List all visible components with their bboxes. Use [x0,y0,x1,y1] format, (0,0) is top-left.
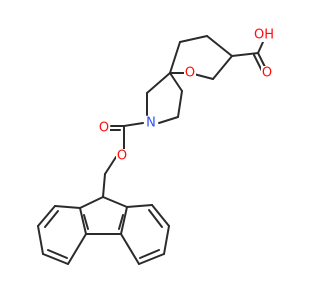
bond [212,55,233,80]
ring-oxygen-label: O [185,66,195,81]
label-background [98,121,110,135]
bond [123,122,144,127]
bond [120,206,128,235]
bond [139,249,160,259]
acid-carbonyl-oxygen-label: O [262,66,272,81]
bond [158,116,179,124]
bond [102,173,106,198]
bond [47,249,68,259]
bond [179,35,208,43]
bond [120,233,140,265]
bond [79,207,87,235]
bond [37,205,56,227]
label-background [144,116,158,130]
bond [102,196,128,208]
label-background [261,66,273,80]
bond [148,209,163,228]
label-background [252,28,274,42]
bond [177,90,183,118]
hydroxyl-label: OH [254,28,274,43]
bond [79,196,104,209]
bond [54,205,81,209]
bond [42,253,69,265]
bond [126,204,153,208]
bond [104,156,117,175]
nitrogen-label: N [146,116,156,131]
bond [231,52,259,57]
bond [67,233,87,265]
bond [118,214,124,230]
bond [169,72,183,92]
ester-oxygen-label: O [117,149,127,164]
label-background [116,149,128,163]
carbamate-carbonyl-oxygen-label: O [99,121,109,136]
atom-labels: OH O O N O O [98,28,274,164]
bond [37,225,44,255]
bond [151,204,170,227]
bond [169,41,181,74]
bond [146,72,171,94]
structure-canvas: OH O O N O O [37,28,274,265]
label-background [184,66,196,80]
bond [83,214,89,230]
bond [163,225,170,255]
bonds [37,35,268,265]
bond [138,253,165,265]
bond [257,41,264,54]
bond [44,210,59,228]
bond [206,35,233,57]
